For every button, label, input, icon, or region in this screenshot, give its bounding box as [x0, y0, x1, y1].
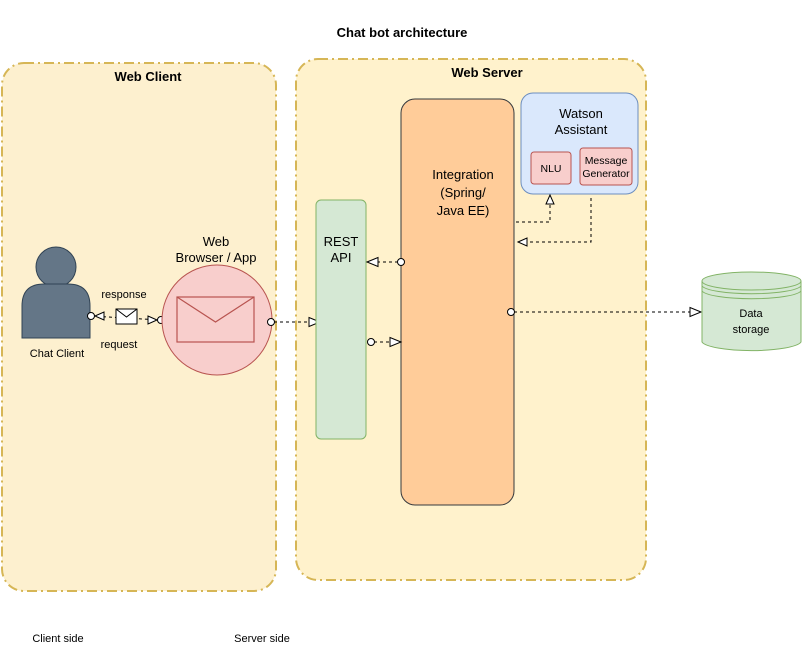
watson-label-line2: Assistant [555, 122, 608, 137]
message-generator-label-line1: Message [585, 155, 628, 167]
data-storage-label-line1: Data [739, 308, 763, 320]
browser-circle [161, 264, 273, 376]
rest-api-label-line1: REST [324, 234, 359, 249]
envelope-icon [115, 308, 138, 325]
nlu-label: NLU [540, 163, 561, 175]
rest-api-box [315, 199, 367, 440]
web-client-label: Web Client [115, 69, 183, 84]
browser-label-line1: Web [203, 234, 230, 249]
browser-rest-link [267, 316, 322, 328]
watson-label-line1: Watson [559, 106, 603, 121]
integration-label-line3: Java EE) [437, 203, 490, 218]
person-icon [21, 246, 91, 339]
client-side-label: Client side [32, 633, 83, 645]
browser-label-line2: Browser / App [176, 250, 257, 265]
integration-label-line2: (Spring/ [440, 185, 486, 200]
mail-icon [176, 296, 255, 343]
integration-box [400, 98, 515, 506]
chat-client-label: Chat Client [30, 348, 84, 360]
response-label: response [101, 289, 146, 301]
diagram-title: Chat bot architecture [337, 25, 468, 40]
integration-label-line1: Integration [432, 167, 493, 182]
message-generator-box [579, 147, 633, 186]
data-storage-cylinder [701, 271, 802, 352]
request-label: request [101, 339, 138, 351]
rest-api-label-line2: API [331, 250, 352, 265]
integration-rest-response-link [365, 256, 405, 268]
server-side-label: Server side [234, 633, 290, 645]
web-client-container [1, 62, 277, 592]
web-server-label: Web Server [451, 65, 522, 80]
generator-integration-link [516, 198, 592, 247]
integration-nlu-link [516, 193, 555, 223]
message-generator-label-line2: Generator [582, 168, 630, 180]
data-storage-label-line2: storage [733, 324, 770, 336]
integration-storage-link [507, 306, 703, 318]
rest-integration-request-link [367, 336, 403, 348]
nlu-box [530, 151, 572, 185]
